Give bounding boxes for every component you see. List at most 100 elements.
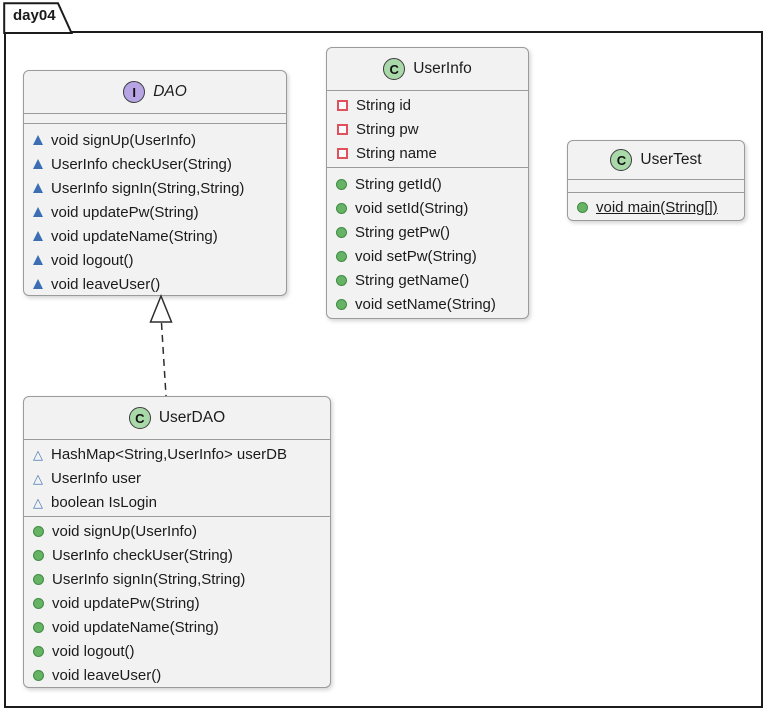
method-row: void setId(String) [336, 196, 519, 220]
userdao-header: C UserDAO [24, 397, 330, 439]
class-icon: C [128, 407, 151, 429]
package-private-method-icon [33, 207, 43, 217]
class-title: UserTest [640, 151, 702, 168]
field-label: boolean IsLogin [51, 493, 157, 511]
method-label: void logout() [52, 642, 135, 660]
method-row: void signUp(UserInfo) [33, 128, 277, 152]
package-private-method-icon [33, 255, 43, 265]
package-private-field-icon [33, 496, 43, 509]
method-row: String getName() [336, 268, 519, 292]
class-box-userinfo[interactable]: C UserInfo String id String pw String na… [326, 47, 529, 319]
method-row: void setPw(String) [336, 244, 519, 268]
private-field-icon [337, 99, 348, 111]
compartment-divider [24, 439, 330, 440]
package-private-field-icon [33, 448, 43, 461]
method-label: void setPw(String) [355, 247, 477, 265]
public-method-icon [577, 201, 588, 213]
method-row: void updatePw(String) [33, 591, 321, 615]
method-label: void updatePw(String) [51, 203, 199, 221]
method-label: String getId() [355, 175, 442, 193]
package-private-method-icon [33, 159, 43, 169]
method-row: void signUp(UserInfo) [33, 519, 321, 543]
class-title: UserInfo [413, 60, 472, 77]
public-method-icon [33, 573, 44, 585]
public-method-icon [336, 298, 347, 310]
method-label: void leaveUser() [51, 275, 161, 293]
usertest-header: C UserTest [568, 141, 744, 179]
method-row: void updateName(String) [33, 224, 277, 248]
method-row: void setName(String) [336, 292, 519, 316]
public-method-icon [33, 669, 44, 681]
public-method-icon [336, 178, 347, 190]
interface-box-dao[interactable]: I DAO void signUp(UserInfo) UserInfo che… [23, 70, 287, 296]
method-label: void updateName(String) [52, 618, 219, 636]
public-method-icon [33, 621, 44, 633]
field-row: String pw [336, 117, 519, 141]
uml-frame [4, 31, 763, 708]
method-label: String getPw() [355, 223, 451, 241]
method-row: void logout() [33, 248, 277, 272]
field-label: String pw [356, 120, 419, 138]
method-label: void signUp(UserInfo) [51, 131, 197, 149]
method-row: void updateName(String) [33, 615, 321, 639]
field-label: HashMap<String,UserInfo> userDB [51, 445, 287, 463]
public-method-icon [33, 549, 44, 561]
public-method-icon [336, 274, 347, 286]
public-method-icon [336, 250, 347, 262]
methods-compartment: void signUp(UserInfo) UserInfo checkUser… [24, 124, 286, 295]
class-title: UserDAO [158, 409, 226, 426]
fields-compartment-empty [568, 180, 744, 192]
field-row: String id [336, 93, 519, 117]
method-row: void leaveUser() [33, 272, 277, 295]
class-box-usertest[interactable]: C UserTest void main(String[]) [567, 140, 745, 221]
method-row: void main(String[]) [577, 195, 735, 219]
field-row: String name [336, 141, 519, 165]
field-label: String name [356, 144, 437, 162]
compartment-divider [568, 192, 744, 193]
public-method-icon [33, 525, 44, 537]
package-private-method-icon [33, 135, 43, 145]
method-label: void setId(String) [355, 199, 469, 217]
public-method-icon [33, 645, 44, 657]
method-label: void signUp(UserInfo) [52, 522, 198, 540]
compartment-divider [24, 113, 286, 114]
compartment-divider [327, 90, 528, 91]
package-private-method-icon [33, 279, 43, 289]
field-row: HashMap<String,UserInfo> userDB [33, 442, 321, 466]
method-row: UserInfo checkUser(String) [33, 152, 277, 176]
method-row: String getPw() [336, 220, 519, 244]
public-method-icon [336, 226, 347, 238]
method-row: void leaveUser() [33, 663, 321, 687]
method-row: UserInfo signIn(String,String) [33, 567, 321, 591]
field-label: UserInfo user [51, 469, 142, 487]
package-private-method-icon [33, 183, 43, 193]
class-icon: C [610, 149, 633, 171]
method-row: String getId() [336, 172, 519, 196]
method-label: UserInfo checkUser(String) [51, 155, 232, 173]
compartment-divider [327, 167, 528, 168]
method-row: void logout() [33, 639, 321, 663]
methods-compartment: void signUp(UserInfo) UserInfo checkUser… [24, 517, 330, 687]
frame-title: day04 [13, 7, 56, 24]
method-label: UserInfo checkUser(String) [52, 546, 233, 564]
class-icon: C [383, 58, 406, 80]
methods-compartment: void main(String[]) [568, 193, 744, 220]
field-label: String id [356, 96, 412, 114]
compartment-divider [568, 179, 744, 180]
methods-compartment: String getId() void setId(String) String… [327, 168, 528, 318]
field-row: boolean IsLogin [33, 490, 321, 514]
method-row: void updatePw(String) [33, 200, 277, 224]
public-method-icon [33, 597, 44, 609]
fields-compartment: HashMap<String,UserInfo> userDB UserInfo… [24, 440, 330, 516]
private-field-icon [337, 147, 348, 159]
package-private-field-icon [33, 472, 43, 485]
method-label: UserInfo signIn(String,String) [52, 570, 246, 588]
fields-compartment: String id String pw String name [327, 91, 528, 167]
realization-arrow [149, 294, 173, 397]
method-label: UserInfo signIn(String,String) [51, 179, 245, 197]
method-row: UserInfo signIn(String,String) [33, 176, 277, 200]
private-field-icon [337, 123, 348, 135]
frame-tab [3, 2, 74, 34]
method-label: void logout() [51, 251, 134, 269]
class-box-userdao[interactable]: C UserDAO HashMap<String,UserInfo> userD… [23, 396, 331, 688]
